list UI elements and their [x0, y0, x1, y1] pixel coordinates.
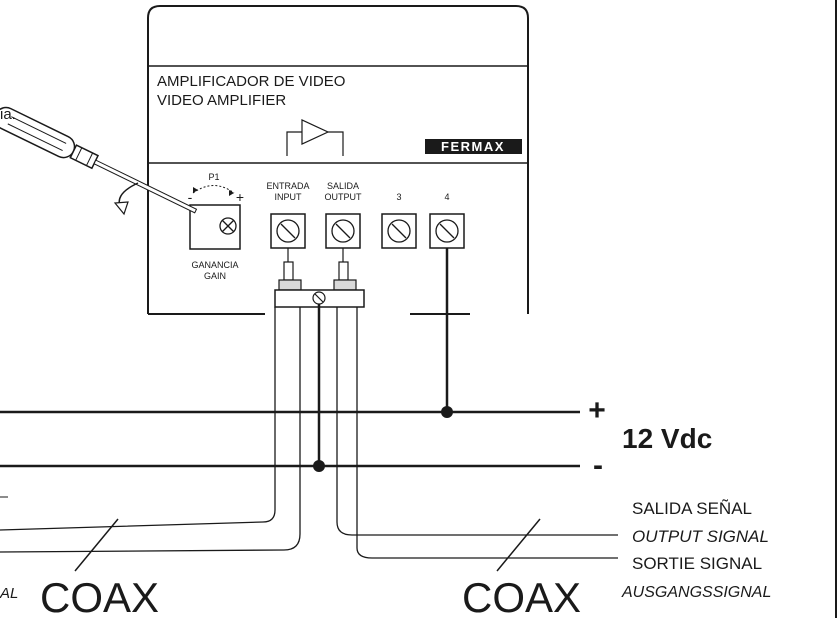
terminal-3-screw[interactable]	[381, 213, 417, 249]
rotation-arrowhead-icon	[113, 201, 129, 216]
bus-plus-sign: +	[588, 394, 606, 427]
cutoff-text-fragment: ia.	[0, 106, 16, 123]
coax-cable-input-inner	[0, 307, 301, 553]
arc-arrow-left-icon	[193, 187, 198, 193]
terminal-4-screw[interactable]	[429, 213, 465, 249]
terminal-4-label: 4	[444, 192, 449, 202]
brand-logo-bg	[425, 139, 522, 154]
supply-voltage-label: 12 Vdc	[622, 423, 712, 454]
arc-arrow-right-icon	[229, 190, 234, 196]
terminal-output-label-es: SALIDA	[327, 181, 359, 191]
coax-core-output	[333, 248, 357, 291]
coax-cable-output-outer	[356, 307, 371, 532]
terminal-input-screw[interactable]	[270, 213, 306, 249]
gain-potentiometer[interactable]	[189, 204, 241, 250]
coax-cable-input-outer	[0, 307, 276, 531]
device-title-en: VIDEO AMPLIFIER	[157, 92, 286, 109]
coax-cable-output-inner	[336, 307, 618, 536]
output-signal-label-en: OUTPUT SIGNAL	[632, 527, 769, 546]
coax-label-right: COAX	[462, 574, 581, 618]
coax-left-leader	[74, 518, 119, 572]
gain-arc	[192, 185, 235, 194]
bus-minus-sign: -	[593, 449, 603, 482]
gain-label-es: GANANCIA	[191, 260, 238, 270]
terminal-3-label: 3	[396, 192, 401, 202]
gain-minus: -	[188, 189, 193, 205]
terminal-output-label-en: OUTPUT	[325, 192, 363, 202]
output-signal-label-de: AUSGANGSSIGNAL	[621, 584, 771, 601]
amplifier-symbol	[286, 119, 344, 156]
cable-clamp[interactable]	[274, 289, 365, 308]
terminal-output-screw[interactable]	[325, 213, 361, 249]
coax-cable-output-outer-line	[356, 307, 618, 559]
terminal-input-label-es: ENTRADA	[266, 181, 309, 191]
coax-right-leader	[496, 518, 541, 572]
gain-label-en: GAIN	[204, 271, 226, 281]
output-signal-label-es: SALIDA SEÑAL	[632, 499, 752, 518]
output-signal-label-fr: SORTIE SIGNAL	[632, 554, 762, 573]
cutoff-label-fragment: AL	[0, 585, 18, 602]
coax-label-left: COAX	[40, 574, 159, 618]
junction-negative	[313, 460, 325, 472]
terminal-input-label-en: INPUT	[275, 192, 303, 202]
junction-positive	[441, 406, 453, 418]
screwdriver-icon	[0, 106, 198, 214]
amplifier-housing	[147, 5, 529, 314]
brand-logo: FERMAX	[441, 139, 505, 154]
coax-core-input	[278, 248, 302, 291]
gain-plus: +	[236, 189, 244, 205]
device-title-es: AMPLIFICADOR DE VIDEO	[157, 73, 345, 90]
p1-label: P1	[208, 172, 219, 182]
